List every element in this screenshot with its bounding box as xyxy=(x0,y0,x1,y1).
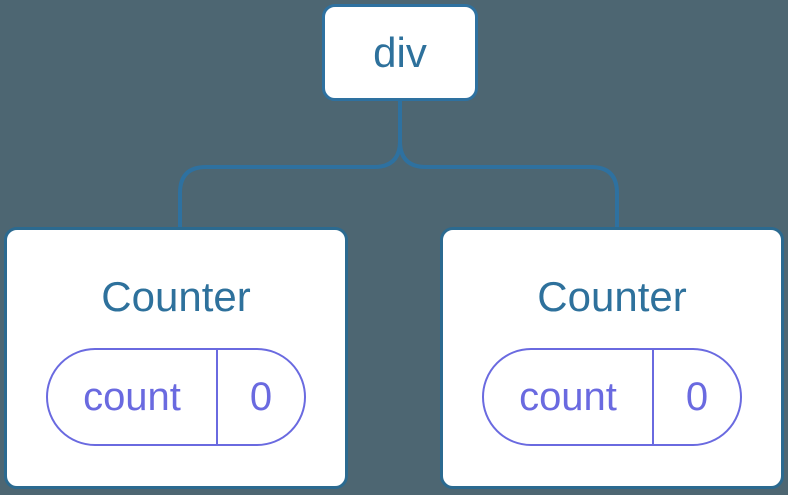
state-value: 0 xyxy=(685,374,709,419)
state-pill: count 0 xyxy=(482,348,742,446)
state-key-label: count xyxy=(48,350,218,444)
state-key-label: count xyxy=(484,350,654,444)
component-title: Counter xyxy=(101,273,251,320)
state-pill: count 0 xyxy=(46,348,306,446)
component-title: Counter xyxy=(537,273,687,320)
counter-card-right: Counter count 0 xyxy=(440,227,784,489)
connector-branch-left xyxy=(178,100,402,229)
connector-branch-right xyxy=(398,100,619,229)
counter-card-left: Counter count 0 xyxy=(4,227,348,489)
state-value: 0 xyxy=(249,374,273,419)
root-node-label: div xyxy=(373,28,427,76)
root-node: div xyxy=(322,4,478,101)
